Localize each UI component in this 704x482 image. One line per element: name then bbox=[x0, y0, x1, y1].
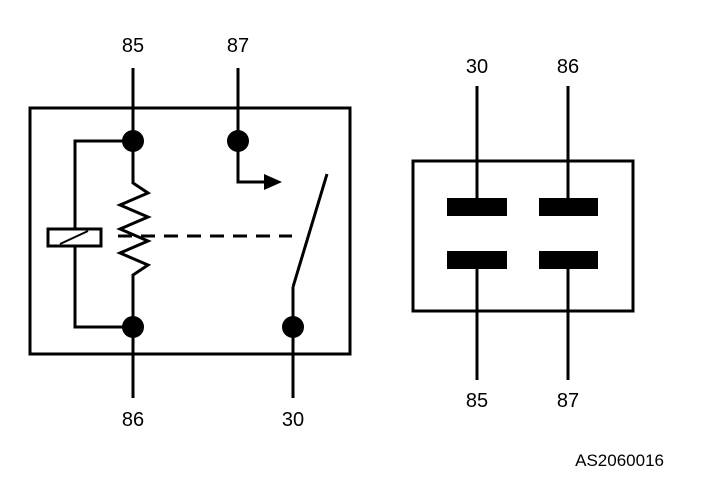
reference-code: AS2060016 bbox=[575, 451, 664, 470]
coil-resistor bbox=[116, 141, 152, 327]
label-pin-86: 86 bbox=[122, 409, 144, 431]
connector-blade-86 bbox=[539, 198, 598, 216]
relay-schematic: 85 87 86 30 bbox=[28, 35, 352, 431]
connector-label-86: 86 bbox=[557, 56, 579, 78]
connector-blade-87 bbox=[539, 251, 598, 269]
contact-arrow-icon bbox=[264, 174, 282, 190]
label-pin-30: 30 bbox=[282, 409, 304, 431]
pin-87-contact-wire bbox=[236, 141, 266, 184]
relay-housing bbox=[28, 106, 352, 356]
coil-symbol-slash bbox=[59, 230, 89, 245]
relay-connector: 30 86 85 87 bbox=[411, 56, 635, 412]
connector-label-85: 85 bbox=[466, 390, 488, 412]
label-pin-85: 85 bbox=[122, 35, 144, 57]
connector-label-30: 30 bbox=[466, 56, 488, 78]
connector-label-87: 87 bbox=[557, 390, 579, 412]
connector-housing bbox=[411, 159, 635, 313]
connector-blade-85 bbox=[447, 251, 507, 269]
connector-blade-30 bbox=[447, 198, 507, 216]
label-pin-87: 87 bbox=[227, 35, 249, 57]
switch-arm bbox=[291, 173, 329, 288]
